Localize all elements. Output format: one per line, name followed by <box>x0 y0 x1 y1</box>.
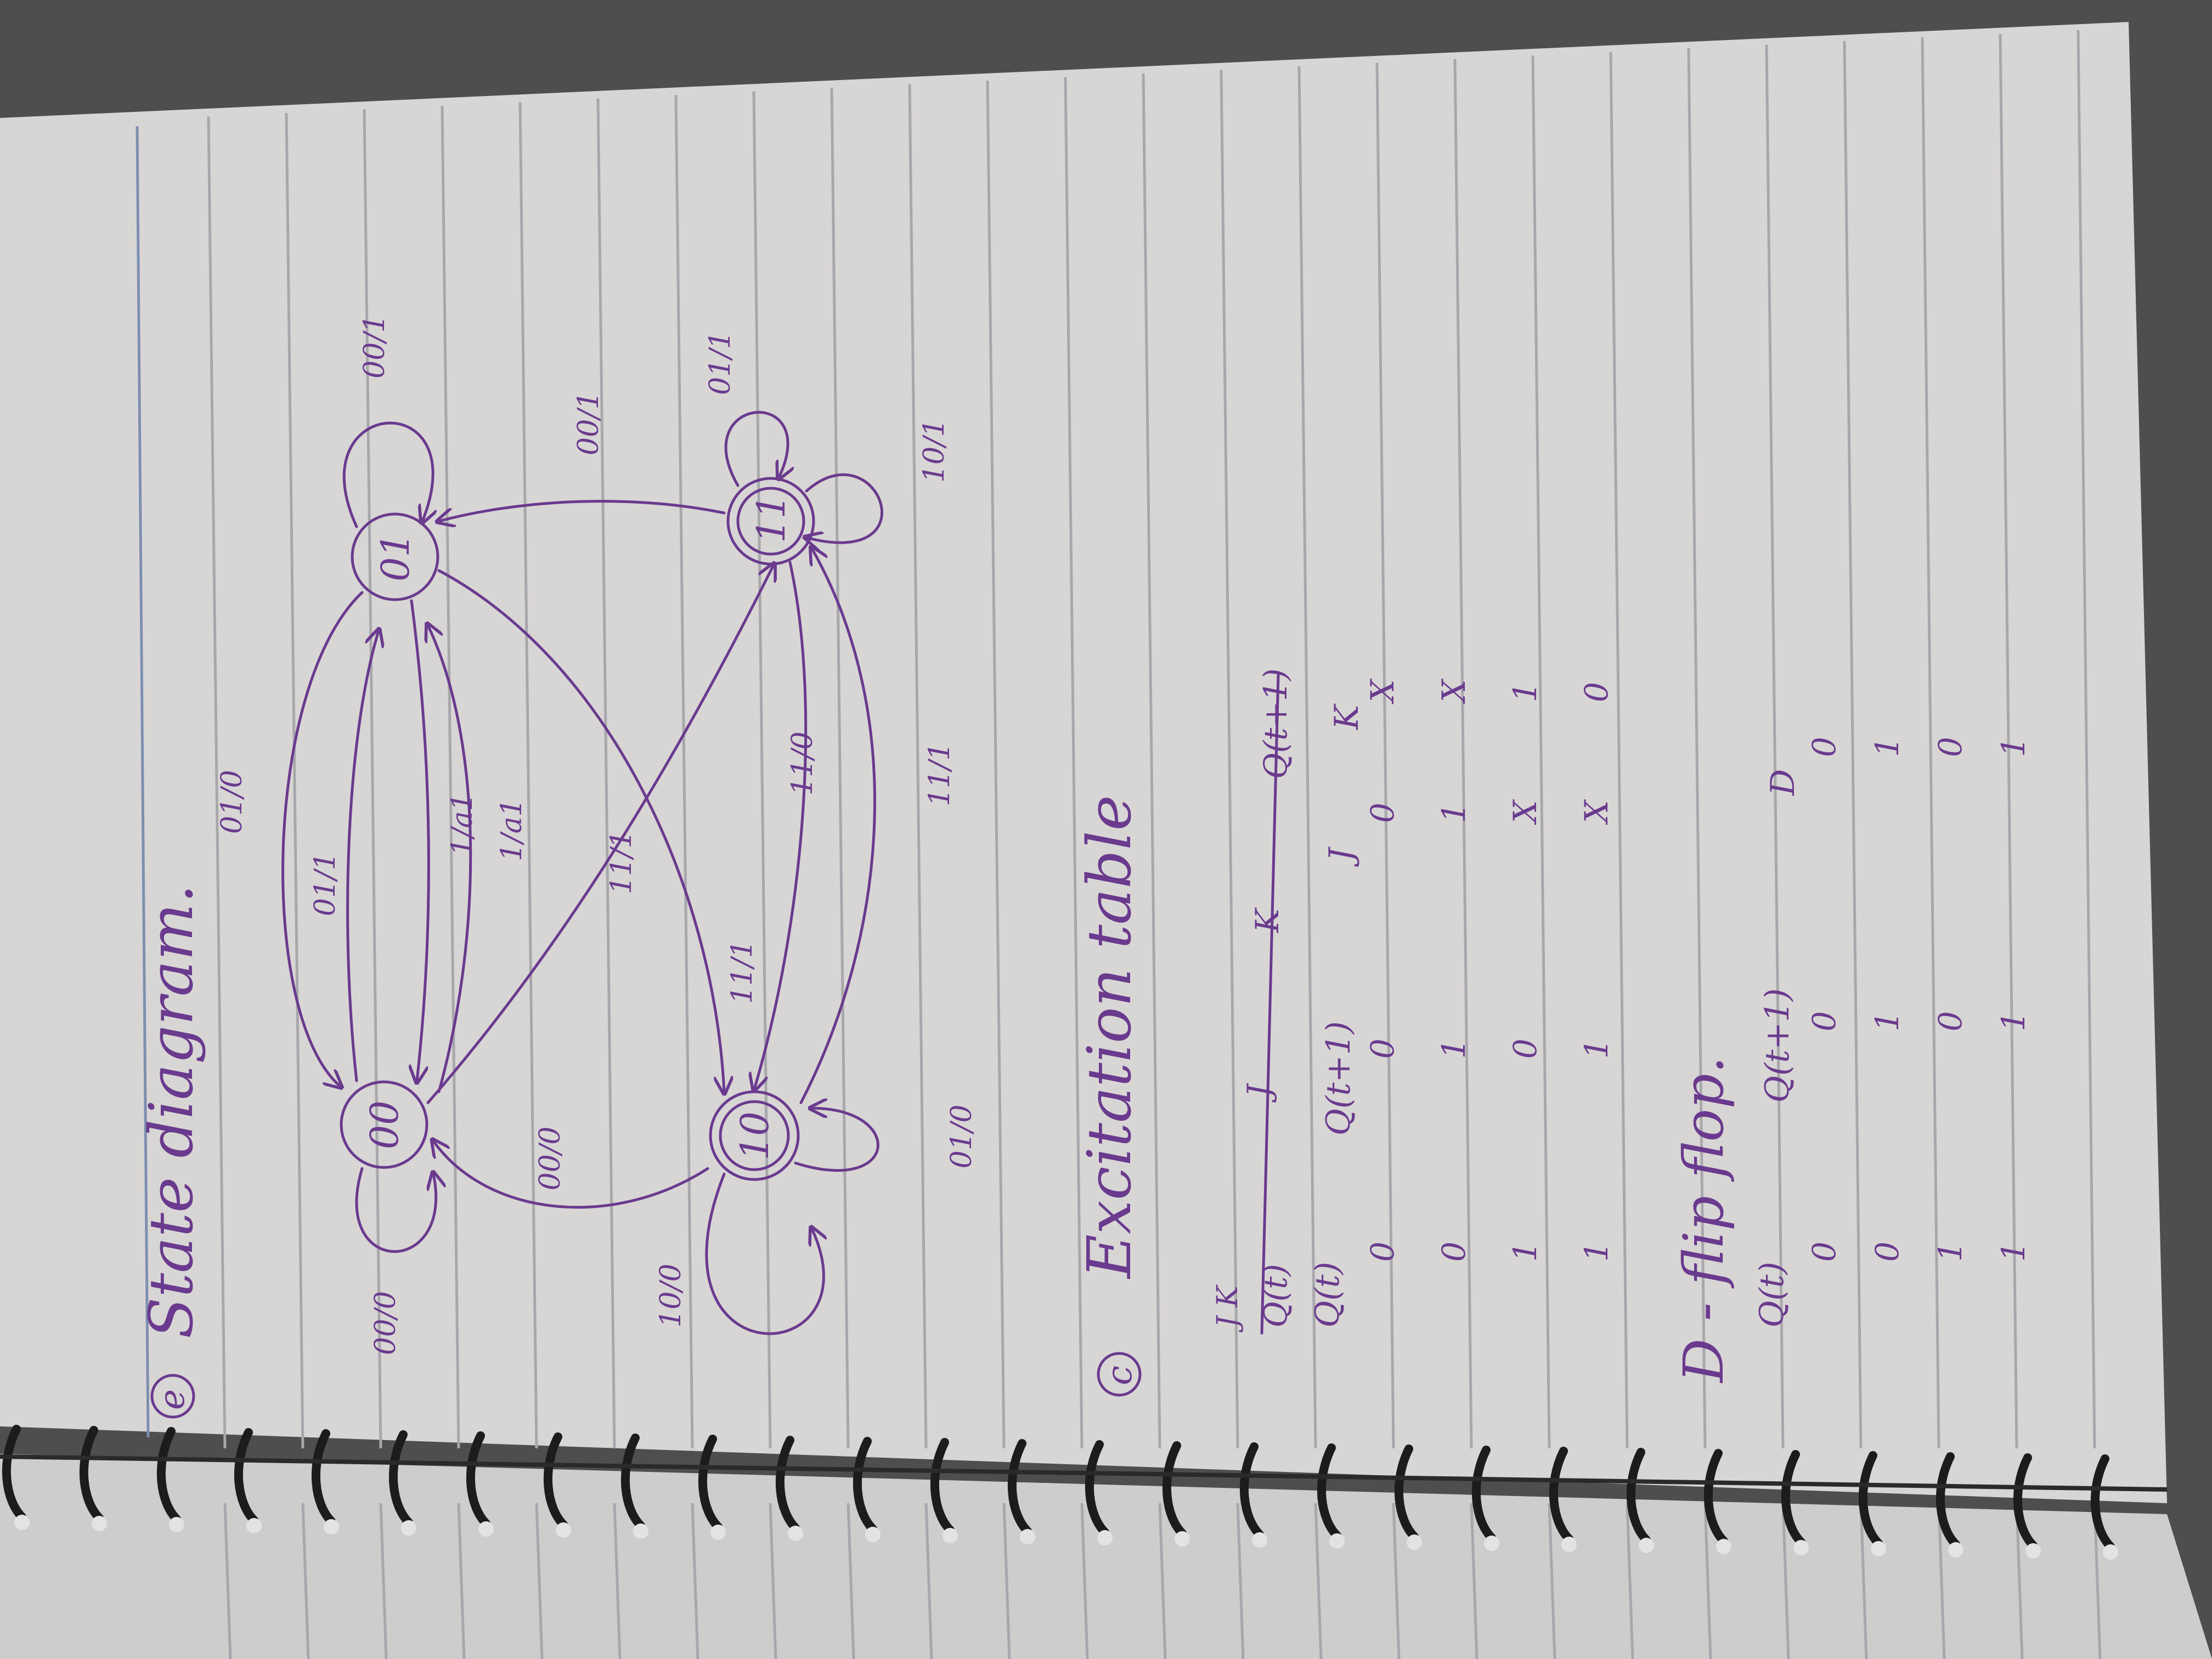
label-arc-01-00-mid: 1/a1 <box>446 793 479 856</box>
section-e-marker: e <box>152 1389 193 1410</box>
page-top <box>0 22 2167 1503</box>
arc-10-to-00 <box>433 1141 709 1209</box>
section-c-marker: c <box>1099 1365 1140 1385</box>
label-self-01: 00/1 <box>358 314 391 379</box>
d-cell-r1-c1: 1 <box>1869 1011 1906 1031</box>
jk-cell-r1-c0: 0 <box>1435 1242 1472 1262</box>
jk-cell-r0-c3: X <box>1364 678 1401 704</box>
jk-corner-top: J K <box>1211 1284 1244 1333</box>
jk-cell-r2-c0: 1 <box>1506 1242 1544 1262</box>
section-e-marker-circle <box>150 1374 195 1419</box>
d-cell-r2-c1: 0 <box>1932 1011 1969 1031</box>
arc-01-to-00-outer <box>281 591 364 1086</box>
jk-cell-r3-c3: 0 <box>1578 682 1615 702</box>
spiral-binding <box>2 1425 2118 1560</box>
jk-mini-header-k: K <box>1249 907 1286 933</box>
jk-cell-r0-c1: 0 <box>1364 1039 1401 1059</box>
label-arc-00-11: 11/1 <box>605 830 638 894</box>
label-arc-00-01-b: 1/a1 <box>495 798 528 861</box>
jk-header-qt: Q(t) <box>1308 1262 1347 1328</box>
state-01-label: 01 <box>373 533 418 582</box>
d-header-qt1: Q(t+1) <box>1758 988 1797 1103</box>
d-flipflop-table: D - flip flop. Q(t) Q(t+1) D 0 0 0 0 1 1 1 0 0 1 1… <box>1672 737 2032 1384</box>
label-self-00: 00/0 <box>369 1291 402 1355</box>
jk-cell-r2-c2: X <box>1506 799 1544 825</box>
ruled-lines <box>207 30 2102 1659</box>
self-loop-01 <box>342 421 433 528</box>
label-self-10-inner: 01/0 <box>945 1104 978 1169</box>
d-cell-r3-c1: 1 <box>1995 1011 2032 1031</box>
jk-cell-r2-c3: 1 <box>1506 682 1544 702</box>
jk-header-qt1: Q(t+1) <box>1319 1021 1358 1136</box>
arc-01-to-10 <box>437 569 724 1092</box>
state-11-label: 11 <box>749 494 794 543</box>
d-cell-r3-c0: 1 <box>1995 1242 2032 1262</box>
self-loop-11-a <box>724 411 788 487</box>
d-cell-r0-c2: 0 <box>1805 737 1843 757</box>
state-00-label: 00 <box>362 1101 407 1149</box>
d-cell-r2-c2: 0 <box>1932 737 1969 757</box>
arc-01-to-00-mid <box>411 599 430 1081</box>
state-00: 00 <box>340 1080 428 1169</box>
state-diagram-heading: State diagram. <box>136 884 206 1339</box>
state-11: 11 <box>726 477 815 566</box>
binding-edge <box>0 1454 2168 1492</box>
self-loop-10-inner <box>794 1108 879 1172</box>
jk-cell-r1-c3: X <box>1435 678 1472 704</box>
label-arc-11-10: 11/0 <box>786 731 819 795</box>
d-cell-r1-c0: 0 <box>1869 1242 1906 1262</box>
label-arc-00-01: 01/1 <box>309 852 342 916</box>
arc-11-to-10 <box>754 561 808 1089</box>
jk-cell-r3-c0: 1 <box>1578 1242 1615 1262</box>
jk-mini-header-q: Q(t+1) <box>1257 668 1294 779</box>
excitation-heading: Excitation table <box>1074 795 1144 1279</box>
arc-10-to-11 <box>799 549 876 1104</box>
label-arc-01-00-outer: 01/0 <box>216 770 249 834</box>
arc-00-to-11 <box>426 565 774 1104</box>
self-loop-11-b <box>806 473 883 543</box>
jk-cell-r2-c1: 0 <box>1506 1039 1544 1059</box>
arc-00-to-01-b <box>428 625 472 1093</box>
margin-line <box>136 126 150 1438</box>
label-arc-10-11: 11/1 <box>923 742 956 806</box>
section-c-marker-circle <box>1097 1352 1142 1397</box>
jk-cell-r3-c2: X <box>1578 799 1615 825</box>
arc-11-to-01 <box>439 500 726 521</box>
d-flipflop-heading: D - flip flop. <box>1672 1056 1736 1384</box>
label-self-11-b: 10/1 <box>918 419 951 483</box>
jk-header-k: K <box>1328 703 1366 730</box>
jk-mini-rule <box>1260 673 1280 1335</box>
d-cell-r3-c2: 1 <box>1995 737 2032 757</box>
label-arc-11-01: 00/1 <box>572 391 605 455</box>
label-self-11-a: 01/1 <box>704 331 737 395</box>
label-self-10: 10/0 <box>654 1263 687 1328</box>
jk-cell-r1-c2: 1 <box>1435 803 1472 823</box>
label-arc-01-10: 11/1 <box>726 940 759 1004</box>
d-cell-r0-c0: 0 <box>1805 1242 1843 1262</box>
d-rows: 0 0 0 0 1 1 1 0 0 1 1 1 <box>1805 737 2032 1262</box>
self-loop-10-outer <box>705 1172 824 1335</box>
arc-00-to-01 <box>346 631 379 1082</box>
jk-cell-r0-c2: 0 <box>1364 803 1401 823</box>
d-header-qt: Q(t) <box>1753 1262 1791 1328</box>
d-cell-r1-c2: 1 <box>1869 737 1906 757</box>
d-cell-r2-c0: 1 <box>1932 1242 1969 1262</box>
d-cell-r0-c1: 0 <box>1805 1011 1843 1031</box>
jk-cell-r0-c0: 0 <box>1364 1242 1401 1262</box>
d-header-d: D <box>1764 769 1802 796</box>
label-arc-10-00: 00/0 <box>534 1126 567 1190</box>
state-01: 01 <box>351 512 439 601</box>
jk-cell-r3-c1: 1 <box>1578 1039 1615 1059</box>
self-loop-00 <box>355 1167 436 1253</box>
state-10-label: 10 <box>732 1111 777 1160</box>
jk-cell-r1-c1: 1 <box>1435 1039 1472 1059</box>
